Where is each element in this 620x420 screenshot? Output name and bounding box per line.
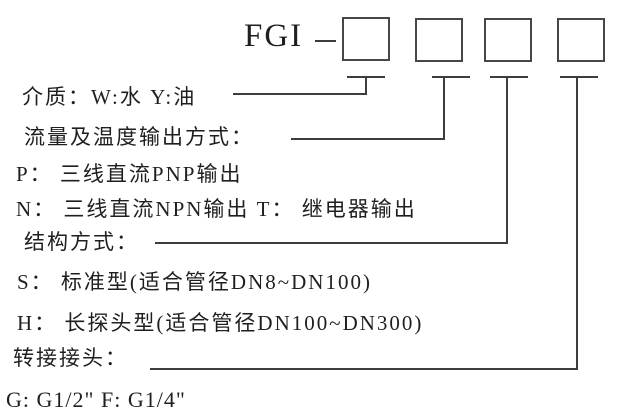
label-output-mode: 流量及温度输出方式： [24, 125, 254, 149]
leader-line-output-mode [291, 138, 445, 140]
label-medium: 介质：W:水 Y:油 [22, 85, 197, 109]
label-structure-option-s: S： 标准型(适合管径DN8~DN100) [17, 270, 372, 294]
leader-line-structure [155, 242, 508, 244]
connector-vertical-structure [506, 76, 508, 244]
label-adapter: 转接接头： [13, 346, 128, 370]
label-structure-option-h: H： 长探头型(适合管径DN100~DN300) [17, 311, 424, 335]
leader-line-adapter [150, 368, 578, 370]
model-prefix-label: FGI [244, 18, 304, 54]
code-box-adapter [557, 18, 605, 62]
leader-line-medium [233, 93, 367, 95]
connector-vertical-adapter [576, 76, 578, 370]
prefix-dash-line [315, 40, 336, 42]
connector-vertical-medium [365, 76, 367, 95]
code-box-structure [484, 18, 532, 62]
connector-cap-structure [490, 76, 528, 78]
connector-vertical-output-mode [443, 76, 445, 140]
connector-cap-output-mode [432, 76, 470, 78]
connector-cap-adapter [560, 76, 598, 78]
code-box-output-mode [415, 18, 463, 62]
label-structure: 结构方式： [24, 230, 139, 254]
label-output-option-p: P： 三线直流PNP输出 [16, 162, 243, 186]
label-adapter-options: G: G1/2" F: G1/4" [6, 387, 186, 412]
label-output-option-n-t: N： 三线直流NPN输出 T： 继电器输出 [16, 197, 417, 221]
code-box-medium [342, 17, 390, 61]
